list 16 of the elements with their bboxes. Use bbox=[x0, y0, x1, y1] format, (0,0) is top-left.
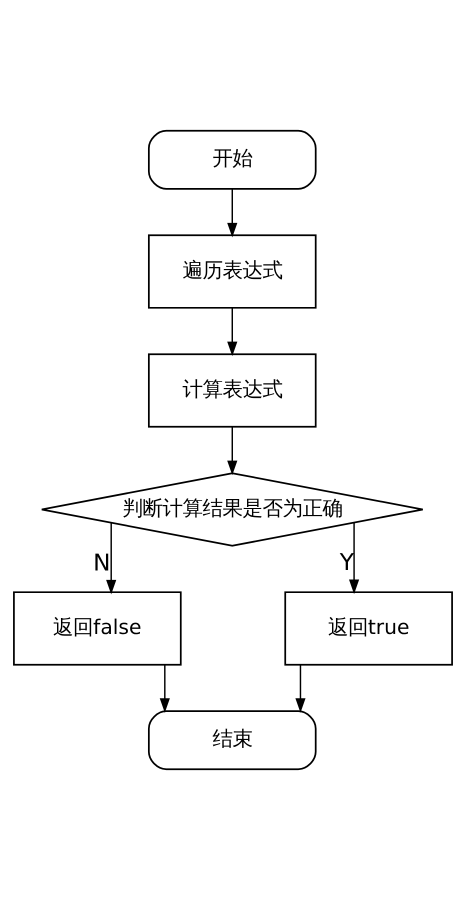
node-box: 开始 bbox=[148, 129, 317, 190]
arrow bbox=[295, 664, 306, 712]
node-box: 计算表达式 bbox=[148, 352, 317, 428]
edge-label: Y bbox=[340, 548, 354, 576]
node-box: 返回false bbox=[13, 590, 182, 666]
node-diamond: 判断计算结果是否为正确 bbox=[40, 472, 424, 546]
arrow bbox=[227, 307, 238, 356]
node-box: 返回true bbox=[284, 590, 453, 666]
edge-label: N bbox=[93, 548, 110, 576]
arrow bbox=[349, 522, 360, 594]
node-box: 结束 bbox=[148, 710, 317, 770]
arrow bbox=[160, 664, 170, 712]
arrow bbox=[106, 522, 116, 594]
arrow bbox=[227, 188, 238, 237]
arrow bbox=[227, 426, 238, 475]
node-box: 遍历表达式 bbox=[148, 234, 317, 308]
